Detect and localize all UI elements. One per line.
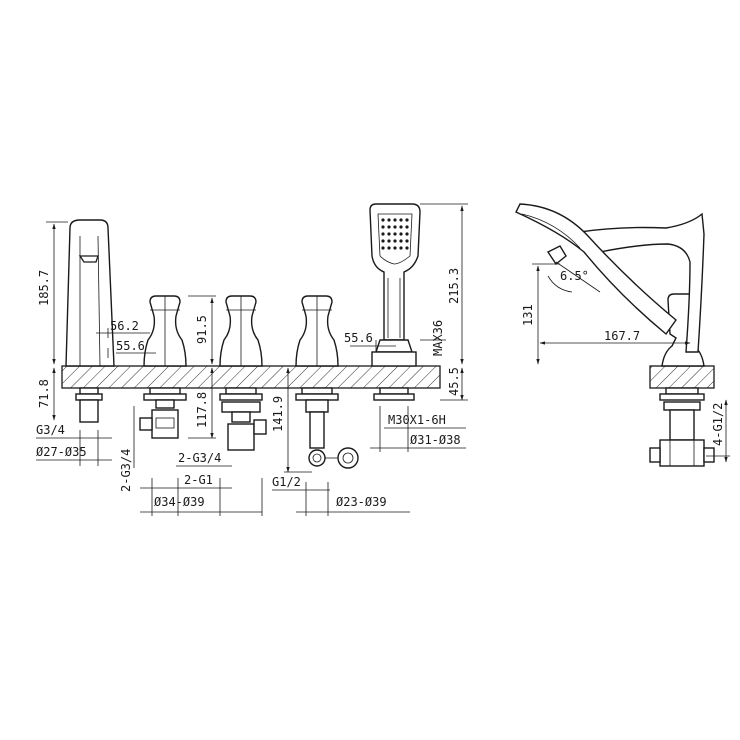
dim-valve-thread-b: 2-G1 — [184, 473, 213, 487]
nozzle-dot — [381, 218, 385, 222]
nozzle-dot — [399, 246, 403, 250]
dim-valve-thread-a: 2-G3/4 — [178, 451, 221, 465]
handle-left — [139, 295, 187, 439]
dim-valve-depth: 117.8 — [195, 392, 209, 428]
dim-side-angle: 6.5° — [560, 269, 589, 283]
nozzle-dot — [405, 232, 409, 236]
nozzle-dot — [405, 246, 409, 250]
side-view — [515, 203, 715, 467]
dim-shower-dia: Ø31-Ø38 — [410, 433, 461, 447]
dimension-lines — [36, 203, 730, 516]
dim-shower-height: 215.3 — [447, 268, 461, 304]
nozzle-dot — [399, 225, 403, 229]
nozzle-dot — [399, 232, 403, 236]
dim-shower-thread: M30X1-6H — [388, 413, 446, 427]
shower-nozzles — [381, 218, 409, 250]
nozzle-dot — [393, 239, 397, 243]
nozzle-dot — [393, 225, 397, 229]
nozzle-dot — [405, 225, 409, 229]
nozzle-dot — [393, 218, 397, 222]
nozzle-dot — [381, 246, 385, 250]
nozzle-dot — [387, 239, 391, 243]
handle-middle — [219, 295, 267, 451]
nozzle-dot — [393, 246, 397, 250]
dim-spout-offset: 55.6 — [116, 339, 145, 353]
deck-side — [649, 365, 715, 389]
dim-spout-reach: 56.2 — [110, 319, 139, 333]
nozzle-dot — [405, 218, 409, 222]
nozzle-dot — [381, 225, 385, 229]
nozzle-dot — [399, 239, 403, 243]
nozzle-dot — [387, 225, 391, 229]
dim-shower-base: 45.5 — [447, 367, 461, 396]
dim-valve-thread-side: 2-G3/4 — [119, 449, 133, 492]
dim-shower-offset: 55.6 — [344, 331, 373, 345]
dim-spout-shank: 71.8 — [37, 379, 51, 408]
dim-handle-height: 91.5 — [195, 315, 209, 344]
dim-diverter-thread: G1/2 — [272, 475, 301, 489]
deck-front — [61, 365, 441, 389]
nozzle-dot — [381, 239, 385, 243]
dim-diverter-depth: 141.9 — [271, 396, 285, 432]
nozzle-dot — [387, 246, 391, 250]
dim-side-height: 131 — [521, 304, 535, 326]
handle-right — [295, 295, 359, 469]
nozzle-dot — [387, 232, 391, 236]
dim-spout-dia: Ø27-Ø35 — [36, 445, 87, 459]
nozzle-dot — [387, 218, 391, 222]
dim-valve-dia: Ø34-Ø39 — [154, 495, 205, 509]
dim-diverter-dia: Ø23-Ø39 — [336, 495, 387, 509]
dimension-labels: 185.7 56.2 55.6 71.8 G3/4 Ø27-Ø35 91.5 1… — [36, 268, 725, 509]
dim-side-thread: 4-G1/2 — [711, 403, 725, 446]
nozzle-dot — [393, 232, 397, 236]
nozzle-dot — [405, 239, 409, 243]
nozzle-dot — [381, 232, 385, 236]
nozzle-dot — [399, 218, 403, 222]
dim-shower-max: MAX36 — [431, 320, 445, 356]
dim-spout-thread: G3/4 — [36, 423, 65, 437]
spout-front — [65, 219, 115, 423]
dim-side-reach: 167.7 — [604, 329, 640, 343]
dim-spout-height: 185.7 — [37, 270, 51, 306]
